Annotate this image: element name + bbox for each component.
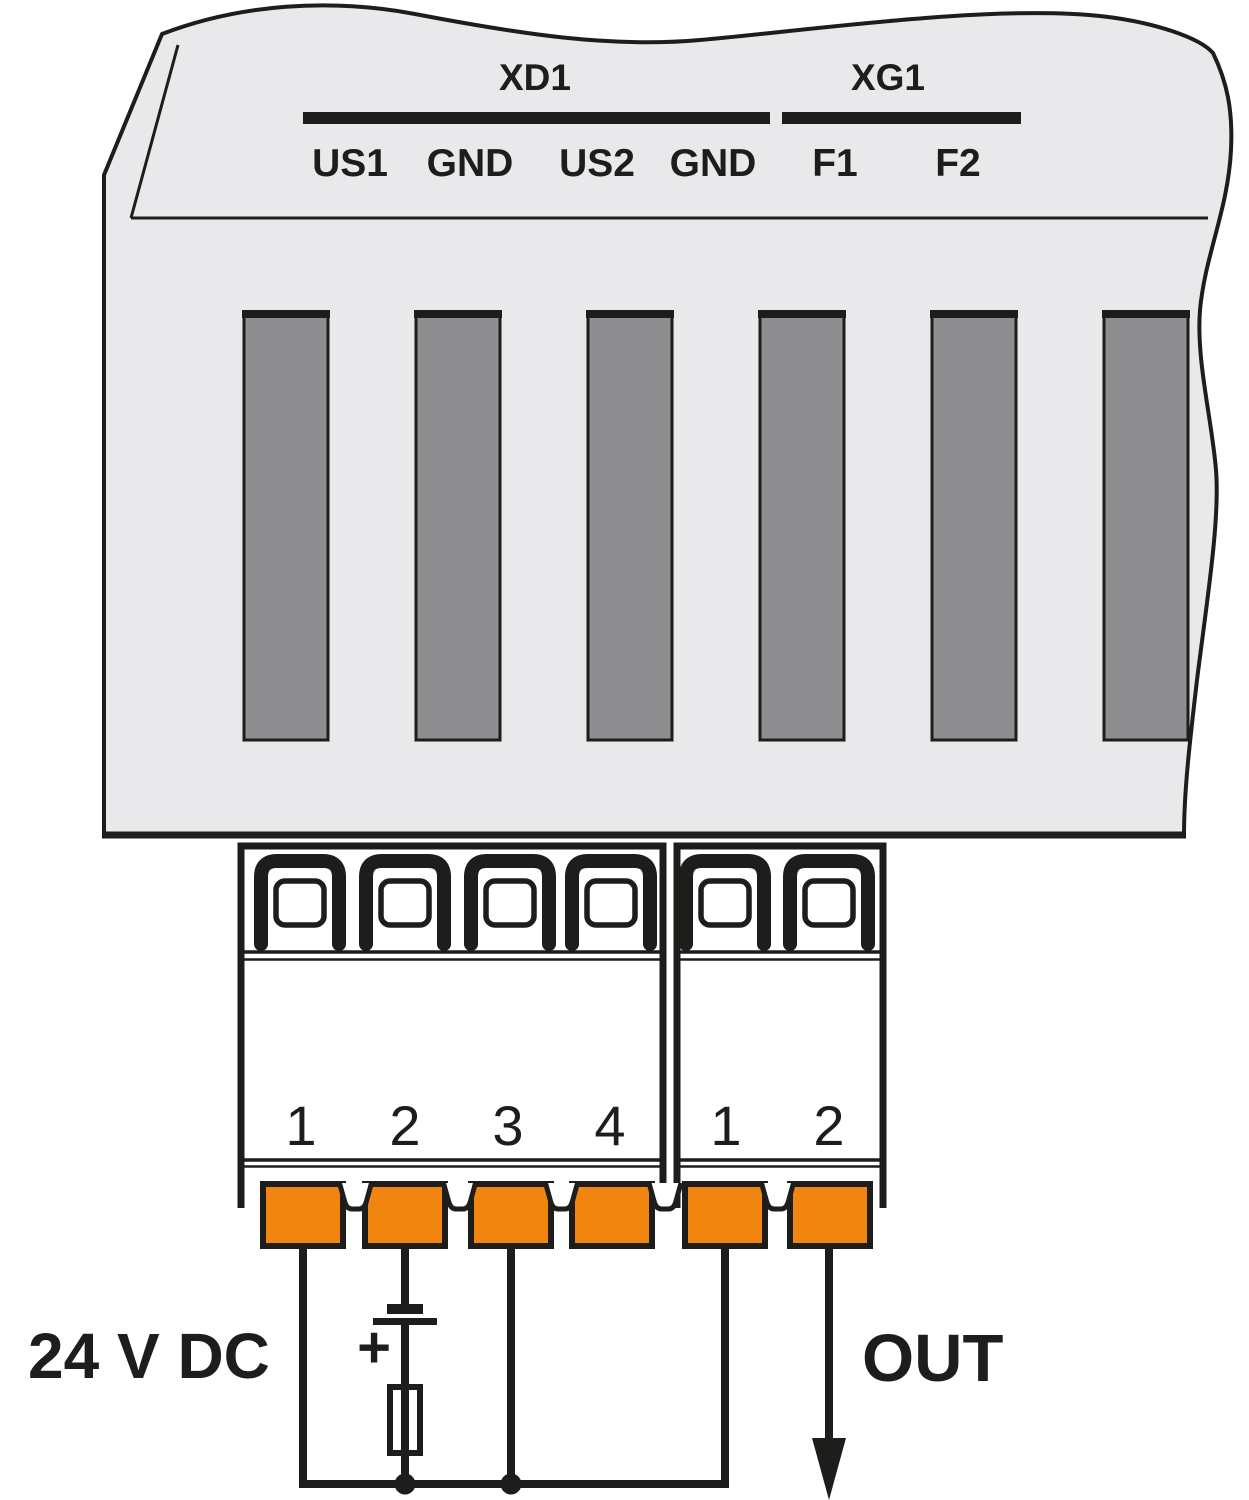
terminal-connector [787, 1181, 873, 1249]
interlock-tab [441, 1182, 478, 1212]
junction-dot [394, 1473, 416, 1495]
output-label: OUT [862, 1321, 1004, 1396]
wire-clamp-icon [783, 854, 875, 951]
wire-clamp-icon [565, 854, 657, 951]
housing-slot [242, 310, 330, 742]
clamp-window-icon [378, 878, 432, 928]
housing-slot [758, 310, 846, 742]
interlock-tab [337, 1182, 374, 1212]
group-xd1-underline-bar [303, 112, 770, 124]
clamp-window-icon [584, 878, 638, 928]
housing-slot [930, 310, 1018, 742]
clamp-window-icon [698, 878, 752, 928]
battery-negative-plate [387, 1304, 423, 1314]
terminal-connector [682, 1181, 768, 1249]
terminal-connector-row [260, 1181, 873, 1249]
clamp-window-icon [273, 878, 327, 928]
terminal-number: 2 [389, 1094, 420, 1157]
terminal-number: 1 [285, 1094, 316, 1157]
housing-slot-lip [1102, 310, 1190, 318]
housing-slot-lip [930, 310, 1018, 318]
housing-slot-lip [414, 310, 502, 318]
group-label-xg1: XG1 [851, 57, 925, 98]
battery-positive-plate [373, 1318, 437, 1325]
terminal-number: 2 [813, 1094, 844, 1157]
pin-label-us2: US2 [559, 142, 635, 185]
terminal-connector [362, 1181, 448, 1249]
junction-dot [500, 1473, 522, 1495]
wire-clamp-icon [254, 854, 346, 951]
housing-slot-group [242, 310, 1190, 742]
terminal-number: 1 [710, 1094, 741, 1157]
housing-slot-lip [758, 310, 846, 318]
arrow-down-icon [812, 1438, 846, 1500]
pin-label-gnd1: GND [427, 142, 514, 185]
pin-label-f1: F1 [812, 142, 858, 185]
supply-voltage-label: 24 V DC [28, 1320, 270, 1392]
right-block-border [673, 842, 887, 1208]
terminal-number: 4 [594, 1094, 625, 1157]
polarity-plus-icon: + [357, 1315, 391, 1380]
group-label-xd1: XD1 [499, 57, 571, 98]
housing-slot [1102, 310, 1190, 742]
wire-clamp-icon [679, 854, 771, 951]
housing-slot-lip [242, 310, 330, 318]
housing-slot [586, 310, 674, 742]
interlock-tab [543, 1182, 580, 1212]
left-block-border [237, 842, 667, 1208]
label-panel-left-edge [129, 44, 180, 219]
pin-label-gnd2: GND [670, 142, 757, 185]
wire-clamp-icon [464, 854, 556, 951]
clamp-window-icon [802, 878, 856, 928]
housing-slot [414, 310, 502, 742]
pin-label-us1: US1 [312, 142, 388, 185]
terminal-connector [260, 1181, 346, 1249]
terminal-number: 3 [492, 1094, 523, 1157]
block-seam-lines [244, 950, 880, 1168]
group-xg1-underline-bar [782, 112, 1021, 124]
battery-cell-icon [373, 1304, 437, 1325]
housing-slot-lip [586, 310, 674, 318]
clamp-icon-row [254, 854, 875, 951]
fuse-icon [387, 1384, 423, 1456]
wire-clamp-icon [359, 854, 451, 951]
pin-label-f2: F2 [935, 142, 981, 185]
block-interlock-tabs [337, 1182, 796, 1212]
interlock-tab [759, 1182, 796, 1212]
interlock-tab [646, 1182, 684, 1212]
clamp-window-icon [483, 878, 537, 928]
terminal-connector [468, 1181, 554, 1249]
terminal-connector [569, 1181, 655, 1249]
